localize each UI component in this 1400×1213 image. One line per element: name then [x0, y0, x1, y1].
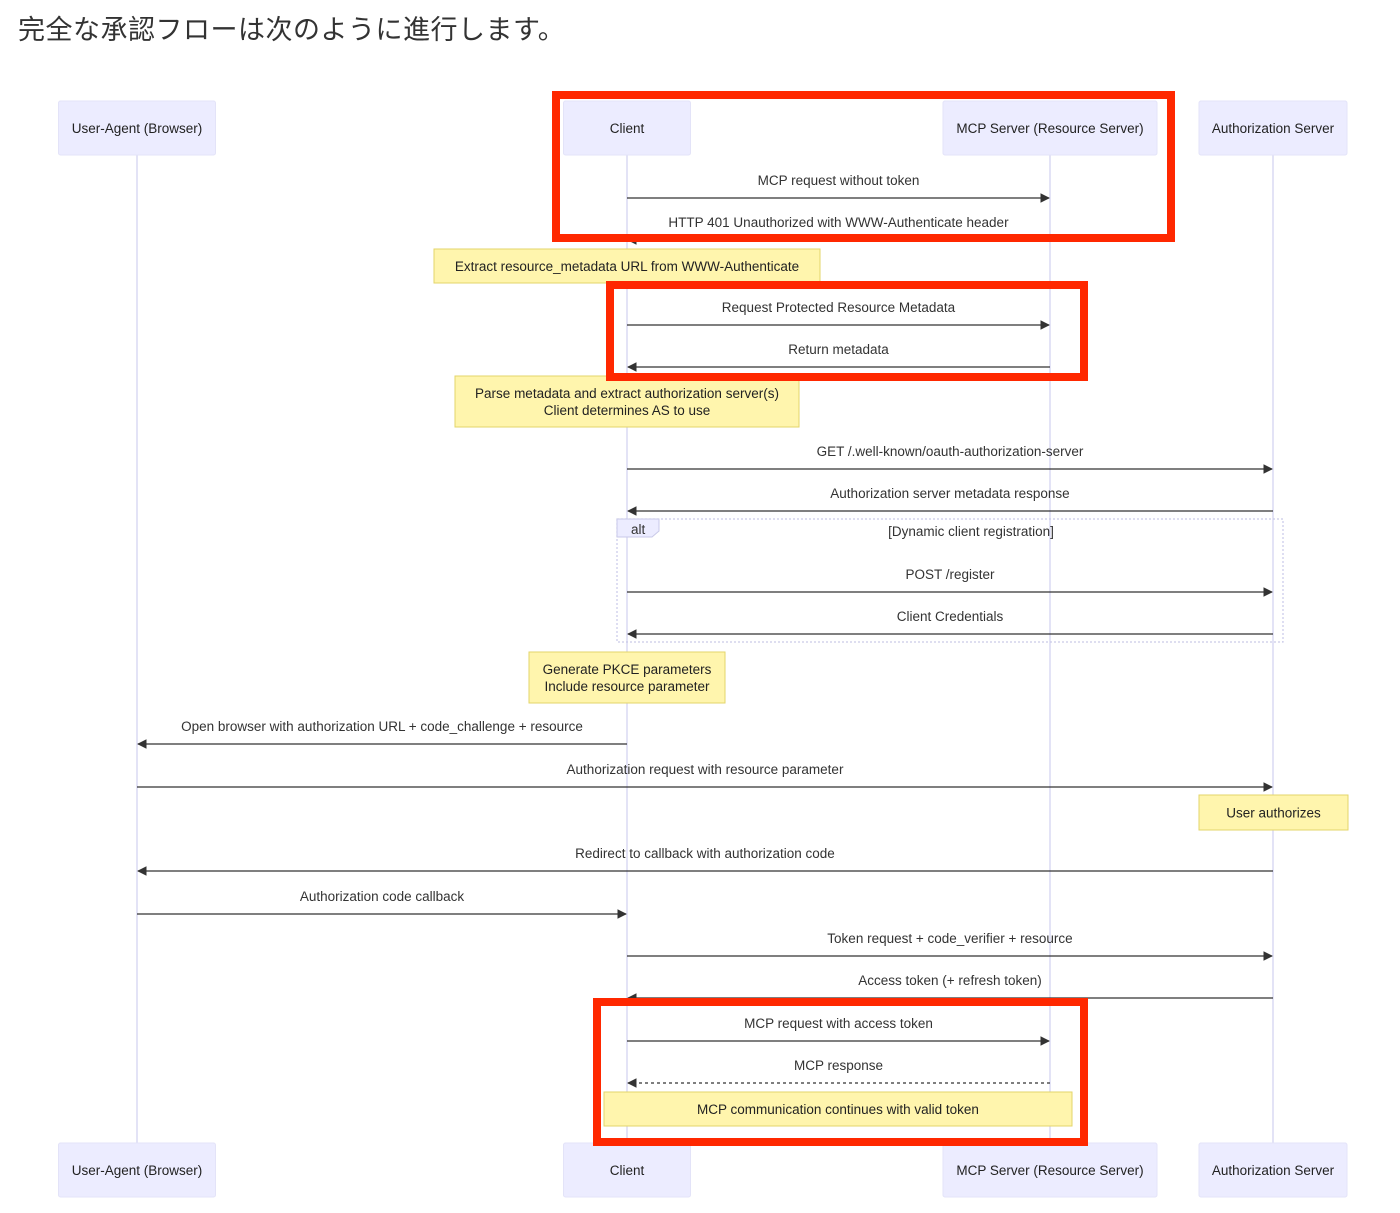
message-9: Open browser with authorization URL + co…: [137, 719, 627, 749]
message-label: GET /.well-known/oauth-authorization-ser…: [817, 444, 1084, 459]
message-label: HTTP 401 Unauthorized with WWW-Authentic…: [668, 215, 1009, 230]
alt-condition: [Dynamic client registration]: [888, 524, 1054, 539]
message-label: MCP request without token: [758, 173, 920, 188]
message-label: Authorization code callback: [300, 889, 465, 904]
actor-client-bottom: Client: [563, 1142, 691, 1198]
actor-label: Client: [610, 121, 645, 136]
message-label: Authorization server metadata response: [830, 486, 1069, 501]
message-7: POST /register: [627, 567, 1273, 597]
note-1: Extract resource_metadata URL from WWW-A…: [433, 248, 821, 284]
alt-label-box: [616, 518, 660, 538]
actor-label: Authorization Server: [1212, 1163, 1335, 1178]
note-text: Include resource parameter: [544, 679, 710, 694]
message-label: Return metadata: [788, 342, 889, 357]
message-13: Token request + code_verifier + resource: [627, 931, 1273, 961]
note-text: User authorizes: [1226, 806, 1321, 821]
note-text: Client determines AS to use: [544, 403, 711, 418]
actor-label: User-Agent (Browser): [72, 1163, 203, 1178]
message-10: Authorization request with resource para…: [137, 762, 1273, 792]
highlight-box-1: [552, 91, 1175, 242]
message-12: Authorization code callback: [137, 889, 627, 919]
actor-label: MCP Server (Resource Server): [956, 121, 1143, 136]
actor-ua-bottom: User-Agent (Browser): [58, 1142, 216, 1198]
message-label: Request Protected Resource Metadata: [722, 300, 956, 315]
message-16: MCP response: [627, 1058, 1050, 1088]
message-label: MCP request with access token: [744, 1016, 933, 1031]
message-label: Client Credentials: [897, 609, 1004, 624]
actor-auth-top: Authorization Server: [1198, 100, 1348, 156]
actor-ua-top: User-Agent (Browser): [58, 100, 216, 156]
actor-mcp-top: MCP Server (Resource Server): [942, 100, 1158, 156]
actor-label: User-Agent (Browser): [72, 121, 203, 136]
note-text: MCP communication continues with valid t…: [697, 1102, 979, 1117]
message-label: Redirect to callback with authorization …: [575, 846, 835, 861]
message-6: Authorization server metadata response: [627, 486, 1273, 516]
highlight-box-2: [606, 281, 1088, 381]
note-2: Parse metadata and extract authorization…: [454, 375, 800, 428]
actor-label: Authorization Server: [1212, 121, 1335, 136]
message-15: MCP request with access token: [627, 1016, 1050, 1046]
alt-keyword: alt: [631, 522, 646, 537]
message-label: POST /register: [905, 567, 995, 582]
note-text: Parse metadata and extract authorization…: [475, 386, 779, 401]
actor-label: MCP Server (Resource Server): [956, 1163, 1143, 1178]
message-label: Access token (+ refresh token): [858, 973, 1041, 988]
message-label: Token request + code_verifier + resource: [827, 931, 1072, 946]
message-11: Redirect to callback with authorization …: [137, 846, 1273, 876]
message-1: MCP request without token: [627, 173, 1050, 203]
message-label: MCP response: [794, 1058, 883, 1073]
message-3: Request Protected Resource Metadata: [627, 300, 1050, 330]
highlight-box-3: [593, 998, 1088, 1146]
message-5: GET /.well-known/oauth-authorization-ser…: [627, 444, 1273, 474]
note-4: User authorizes: [1198, 794, 1349, 831]
note-text: Extract resource_metadata URL from WWW-A…: [455, 259, 799, 274]
actor-client-top: Client: [563, 100, 691, 156]
message-label: Open browser with authorization URL + co…: [181, 719, 583, 734]
message-14: Access token (+ refresh token): [627, 973, 1273, 1003]
note-5: MCP communication continues with valid t…: [603, 1091, 1073, 1127]
message-8: Client Credentials: [627, 609, 1273, 639]
actor-mcp-bottom: MCP Server (Resource Server): [942, 1142, 1158, 1198]
actor-auth-bottom: Authorization Server: [1198, 1142, 1348, 1198]
alt-frame: [616, 518, 1284, 643]
message-label: Authorization request with resource para…: [567, 762, 844, 777]
message-4: Return metadata: [627, 342, 1050, 372]
note-text: Generate PKCE parameters: [543, 662, 712, 677]
intro-text: 完全な承認フローは次のように進行します。: [18, 15, 566, 46]
actor-label: Client: [610, 1163, 645, 1178]
